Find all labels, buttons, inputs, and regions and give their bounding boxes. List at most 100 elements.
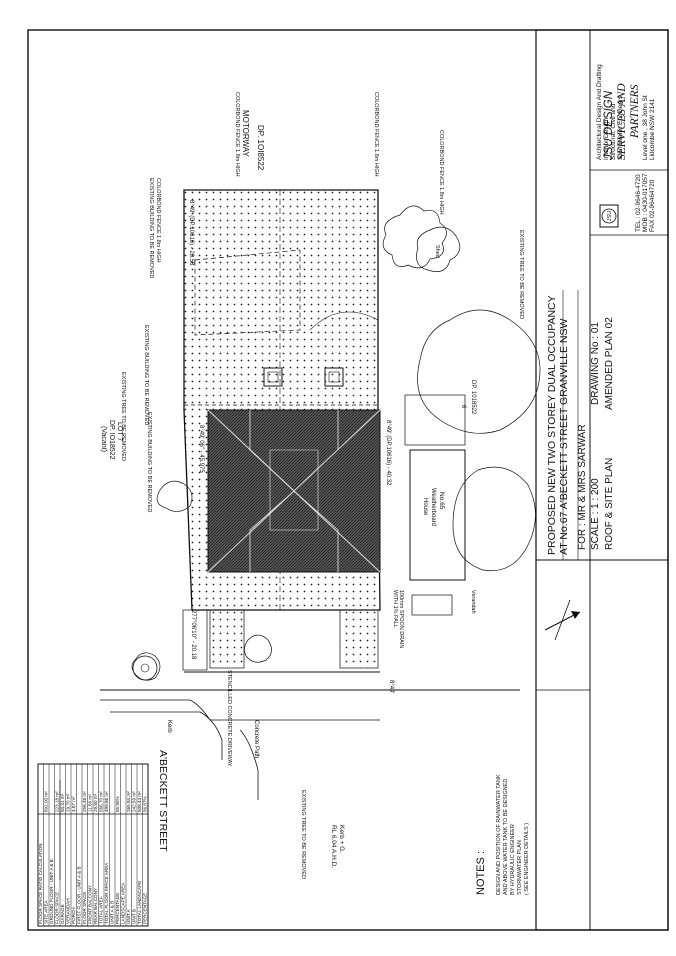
sheet-title: ROOF & SITE PLAN [604, 458, 615, 550]
tree-icon [131, 205, 541, 681]
dp-right-label: DP. 1018522 [470, 380, 476, 415]
table-row-value: 223.18 m² [54, 791, 59, 812]
contact-phone: TEL : 02-9646-4720 [635, 174, 642, 232]
table-row-label: TOTAL LANDSCAPE [137, 881, 142, 924]
notes-heading: NOTES : [475, 851, 487, 895]
bearing-left: 277°06'10" - 20.18 [190, 610, 196, 660]
table-row-label: UNIT A & B [109, 901, 114, 924]
table-row-value: 256.48 m² [82, 791, 87, 812]
table-row-label: PERCENTAGE [115, 893, 120, 924]
table-row-label: FLOOR SPACE [82, 892, 87, 924]
remove-tree-label-2: EXISTING TREE TO BE REMOVED [518, 230, 524, 319]
notes-line-3: BY HYDRAULIC ENGINEER [510, 824, 516, 895]
boundary-fall: 100mm SPOON DRAIN [398, 590, 404, 648]
table-row-label: REAR BALCONY [93, 888, 98, 924]
north-arrow-icon [544, 599, 581, 641]
table-row-label: UNIT B [131, 909, 136, 924]
remove-building-label-1b: COLORBOND FENCE 1.8m HIGH [155, 178, 161, 263]
company-service-3: Structural, Civil and [610, 103, 617, 160]
table-row-value: 50.31 m² [60, 793, 65, 812]
plan-labels: DP. 1OI8522 MOTORWAY COLORBOND FENCE 1.8… [100, 92, 524, 879]
company-service-1: Architectural Design And Drafting [596, 64, 603, 160]
table-row-label: PORCH [71, 907, 76, 924]
table-row-label: FLOOR SPACE [54, 892, 59, 924]
table-row-label: PERCENTAGE [142, 893, 147, 924]
notes-block: NOTES : DESIGN AND POSITION OF RAINWATER… [475, 774, 530, 895]
table-row-label: VERANDAH [65, 898, 70, 924]
title-block: JSU JSU DESIGN SERVICES AND PARTNERS Arc… [535, 29, 669, 931]
concrete-path-label: Concrete Path [253, 720, 259, 758]
project-title-line-1: PROPOSED NEW TWO STOREY DUAL OCCUPANCY [546, 295, 558, 555]
lot-7-note: (Vacant) [100, 426, 107, 452]
street-name: A'BECKETT STREET [157, 750, 169, 852]
site-plan [131, 189, 541, 681]
neighbour-note-2: House [422, 498, 428, 516]
notes-line-5: ( SEE ENGINEER DETAILS ) [524, 823, 530, 895]
table-row-label: GARAGE [60, 904, 65, 924]
neighbour-house-65 [404, 394, 466, 616]
table-row-label: SITE AREA [43, 899, 48, 924]
notes-line-1: DESIGN AND POSITION OF RAINWATER TANK [496, 774, 502, 895]
table-row-value: 892.00 m² [43, 791, 48, 812]
table-row-value: 55.95% [115, 796, 120, 812]
remove-tree-label-3: EXISTING TREE TO BE REMOVED [300, 790, 306, 879]
table-row-label: TOTAL FLOOR SPACE AREA [104, 862, 109, 924]
table-row-value: 265.84 m² [126, 791, 131, 812]
neighbour-no65: No.65 [438, 492, 445, 510]
table-row-label: GROUND FLOOR - UNIT A & B [49, 859, 54, 924]
roof-plan [207, 409, 381, 573]
amendment-note: AMENDED PLAN 02 [604, 317, 615, 410]
table-row-value: 11.60 m² [87, 794, 92, 812]
drawing-scale: SCALE : 1 : 200 [590, 478, 601, 550]
table-row-value: 499.66 m² [104, 791, 109, 812]
contact-fax: FAX 02-96464720 [649, 179, 656, 232]
contact-address-2: Lidcombe NSW 2141 [649, 98, 656, 160]
verandah-label: Verandah [470, 590, 476, 614]
company-name: JSU DESIGN [603, 90, 615, 161]
contact-address-1: Level one , 38 John St [642, 95, 649, 160]
shed-label: Shed [434, 245, 440, 258]
motorway-dp-label: DP. 1OI8522 [256, 125, 265, 171]
company-name-3: PARTNERS [629, 84, 641, 139]
fence-label-1: COLORBOND FENCE 1.8m HIGH [234, 92, 240, 177]
drawing-number: DRAWING No : 01 [590, 322, 601, 405]
bearing-mid-left: 8°49' 06" - 45.975 [198, 425, 204, 473]
driveway-note: STENCILLED CONCRETE DRIVEWAY [226, 670, 232, 767]
boundary-fall-2: WITH 1% FALL [392, 590, 398, 628]
street-frontage: A'BECKETT STREET [59, 689, 520, 880]
fence-label-3: COLORBOND FENCE 1.8m HIGH [438, 130, 444, 215]
logo-text: JSU [607, 211, 613, 221]
company-service-2: Interior Design [603, 117, 610, 160]
fence-label-2: COLORBOND FENCE 1.8m HIGH [373, 92, 379, 177]
table-row-value: 56.87% [142, 796, 147, 812]
company-name-2: SERVICES AND [616, 83, 628, 160]
kerb-label: Kerb [166, 720, 172, 733]
table-row-label: FRONT BALCONY [87, 885, 92, 924]
project-title-line-2: AT No.67 A'BECKETT STREET GRANVILLE NSW [558, 319, 570, 555]
rl-note-2: RL 6.04 A.H.D. [330, 825, 337, 868]
table-row-value: 566.70 m² [98, 791, 103, 812]
table-row-value: 4.87 m² [71, 796, 76, 812]
table-row-label: TOTAL AREA [98, 895, 103, 924]
lot-6-label: 6 [460, 405, 466, 409]
lot-7-label: LOT 7 [116, 422, 123, 441]
company-logo: JSU [599, 204, 619, 228]
table-row-value: 242.59 m² [131, 791, 136, 812]
lot-7-dp: DP. IO18522 [108, 420, 115, 460]
table-row-label: FLOOR SPACE RATIO CALCULATION [38, 844, 43, 924]
motorway-label: MOTORWAY [241, 110, 250, 157]
remove-tree-label-1: EXISTING TREE TO BE REMOVED [120, 372, 126, 461]
remove-building-label-1: EXISTING BUILDING TO BE REMOVED [148, 178, 154, 278]
notes-line-4: STORMWATER PLAN [517, 840, 523, 895]
table-row-label: FIRST FLOOR - UNIT A & B [76, 866, 81, 924]
client-name: FOR : MR & MRS SARWAR [577, 424, 588, 550]
table-row-label: LANDSCAPE AREA [120, 882, 125, 924]
table-row-value: 29.70 m² [65, 793, 70, 812]
bearing-mid-right: 8°49' (DP.10616) - 40.32 [385, 420, 391, 486]
bearing-front: 8°49' [388, 680, 394, 694]
table-row-label: UNIT A [126, 908, 131, 924]
contact-mobile: MOB : 0430-017057 [642, 173, 649, 232]
neighbour-note: Weatherboard [430, 488, 436, 526]
